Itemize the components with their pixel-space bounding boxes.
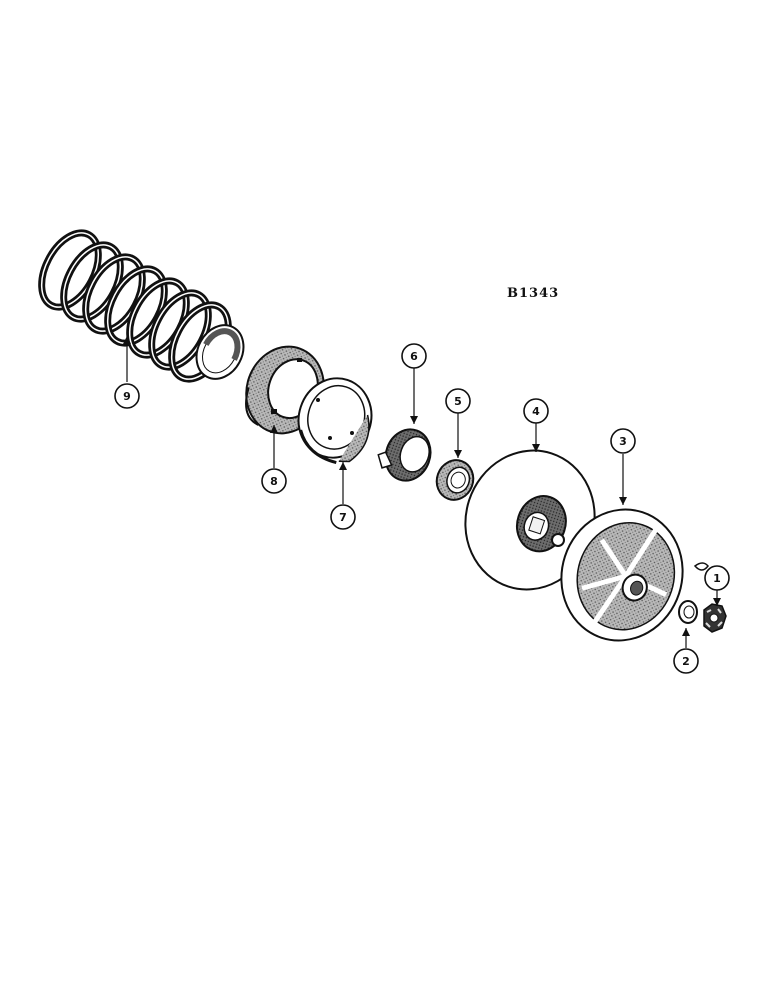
spring-cup-part [297, 377, 373, 465]
callout-circles: 9 8 7 6 5 4 3 [114, 343, 730, 674]
callout-6: 6 [401, 343, 427, 369]
callout-label-9: 9 [123, 390, 131, 403]
figure-id: B1343 [507, 286, 560, 301]
callout-label-6: 6 [410, 350, 418, 363]
outer-pulley-part [560, 508, 684, 642]
callout-label-8: 8 [270, 475, 278, 488]
callout-1: 1 [704, 565, 730, 591]
callout-5: 5 [445, 388, 471, 414]
callout-9: 9 [114, 383, 140, 409]
castle-nut-part [693, 562, 727, 633]
washer-part [678, 600, 698, 624]
callout-8: 8 [261, 468, 287, 494]
bearing-retainer-part [377, 428, 432, 482]
callout-3: 3 [610, 428, 636, 454]
callout-label-7: 7 [339, 511, 347, 524]
callout-label-2: 2 [682, 655, 690, 668]
callout-label-4: 4 [532, 405, 540, 418]
spring-part [38, 229, 245, 383]
leader-arrows [123, 336, 721, 636]
callout-2: 2 [673, 648, 699, 674]
callout-label-1: 1 [713, 572, 721, 585]
callout-4: 4 [523, 398, 549, 424]
bearing-part [435, 459, 475, 501]
inner-pulley-part [464, 449, 596, 591]
callout-label-5: 5 [454, 395, 462, 408]
callout-label-3: 3 [619, 435, 627, 448]
callout-7: 7 [330, 504, 356, 530]
